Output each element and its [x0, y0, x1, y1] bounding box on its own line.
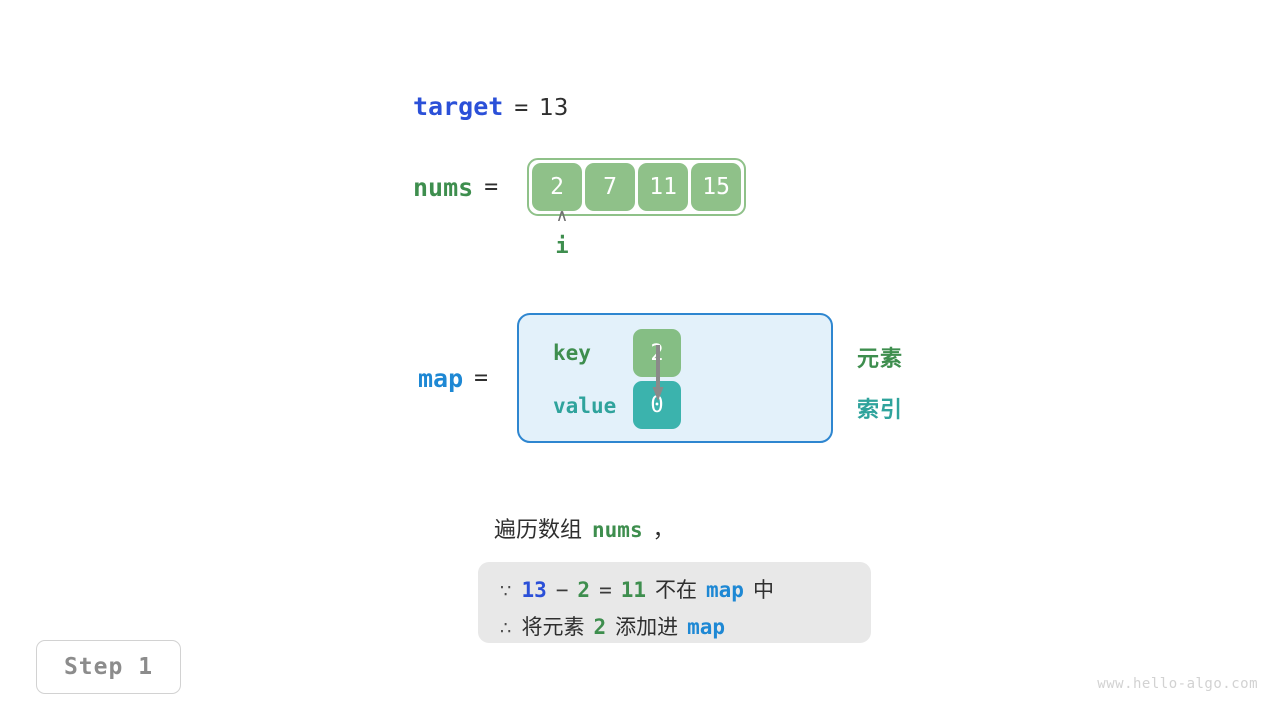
array-cell[interactable]: 15: [691, 163, 742, 211]
caption-keyword-nums: nums: [592, 518, 643, 542]
premise-map-keyword: map: [706, 578, 744, 602]
action-add-text: 添加进: [615, 615, 679, 639]
array-cell[interactable]: 7: [585, 163, 636, 211]
key-to-value-arrow-icon: [652, 345, 664, 401]
array-cell[interactable]: 11: [638, 163, 689, 211]
conclusion-box: ∵ 13 − 2 = 11 不在 map 中 ∴ 将元素 2 添加进 map: [478, 562, 871, 643]
conclusion-line-action: ∴ 将元素 2 添加进 map: [500, 611, 725, 641]
pointer-label-i: i: [555, 234, 569, 259]
therefore-symbol-icon: ∴: [500, 618, 512, 639]
premise-minus-operator: −: [555, 578, 569, 602]
map-equals-sign: =: [474, 365, 489, 391]
premise-not-in-text: 不在: [655, 578, 698, 602]
caption-suffix: ，: [652, 518, 675, 543]
nums-variable-label: nums: [413, 172, 474, 202]
array-cell[interactable]: 2: [532, 163, 583, 211]
premise-in-suffix: 中: [752, 578, 774, 602]
action-element-value: 2: [593, 615, 607, 639]
map-value-label: value: [553, 394, 617, 418]
index-pointer-group: ∧ i: [534, 208, 590, 258]
target-value: 13: [539, 95, 569, 121]
watermark: www.hello-algo.com: [1097, 676, 1258, 692]
step-badge: Step 1: [36, 640, 181, 694]
because-symbol-icon: ∵: [500, 581, 512, 602]
map-assignment-row: map = key value 2 0: [418, 313, 834, 443]
legend-element: 元素: [857, 347, 904, 372]
action-map-keyword: map: [687, 615, 726, 639]
premise-current-element: 2: [577, 578, 591, 602]
hashmap-container: key value 2 0: [517, 313, 834, 443]
conclusion-line-premise: ∵ 13 − 2 = 11 不在 map 中: [500, 574, 774, 604]
legend-index: 索引: [857, 398, 904, 423]
premise-equals-operator: =: [599, 578, 612, 602]
nums-assignment-row: nums = 2 7 11 15: [413, 158, 747, 216]
map-variable-label: map: [418, 363, 464, 393]
map-key-label: key: [553, 341, 591, 365]
caption-prefix: 遍历数组: [494, 518, 583, 543]
target-assignment-row: target = 13: [413, 92, 568, 126]
premise-complement-value: 11: [620, 578, 647, 602]
action-prefix-text: 将元素: [521, 615, 585, 639]
nums-equals-sign: =: [484, 174, 499, 200]
target-equals-sign: =: [514, 95, 529, 121]
caret-up-icon: ∧: [555, 206, 569, 226]
target-variable-label: target: [413, 92, 504, 121]
array-container: 2 7 11 15: [527, 158, 747, 216]
caption-traverse-array: 遍历数组 nums ，: [494, 512, 675, 544]
premise-target-value: 13: [521, 578, 547, 602]
